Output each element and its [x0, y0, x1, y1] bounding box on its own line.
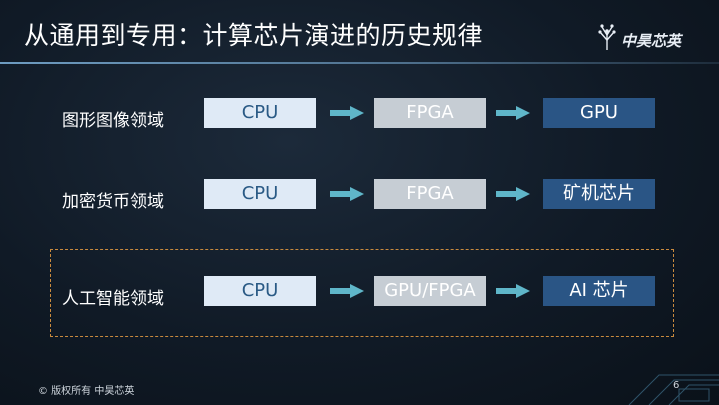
highlight-dashed-frame	[50, 249, 674, 337]
stage-box-1: CPU	[204, 98, 316, 128]
row-label: 加密货币领域	[62, 192, 164, 212]
page-number: 6	[673, 380, 680, 391]
arrow-right-icon	[330, 187, 364, 201]
stage-box-2: GPU/FPGA	[374, 276, 486, 306]
arrow-right-icon	[330, 106, 364, 120]
stage-box-3: 矿机芯片	[543, 179, 655, 209]
arrow-right-icon	[496, 106, 530, 120]
title-underline	[0, 62, 719, 64]
stage-box-3: AI 芯片	[543, 276, 655, 306]
row-label: 图形图像领域	[62, 111, 164, 131]
stage-box-1: CPU	[204, 276, 316, 306]
stage-box-3: GPU	[543, 98, 655, 128]
logo-text: 中昊芯英	[621, 32, 682, 50]
arrow-right-icon	[496, 187, 530, 201]
company-logo: 中昊芯英	[595, 22, 705, 56]
stage-box-2: FPGA	[374, 179, 486, 209]
chip-tree-icon	[598, 24, 616, 50]
stage-box-1: CPU	[204, 179, 316, 209]
row-crypto: 加密货币领域 CPU FPGA 矿机芯片	[0, 179, 719, 219]
row-label: 人工智能领域	[62, 289, 164, 309]
stage-box-2: FPGA	[374, 98, 486, 128]
row-ai: 人工智能领域 CPU GPU/FPGA AI 芯片	[0, 276, 719, 316]
circuit-decoration	[628, 374, 719, 405]
copyright-text: © 版权所有 中昊芯英	[38, 386, 135, 397]
slide-title: 从通用到专用：计算芯片演进的历史规律	[24, 21, 484, 50]
arrow-right-icon	[330, 284, 364, 298]
arrow-right-icon	[496, 284, 530, 298]
row-graphics: 图形图像领域 CPU FPGA GPU	[0, 98, 719, 138]
